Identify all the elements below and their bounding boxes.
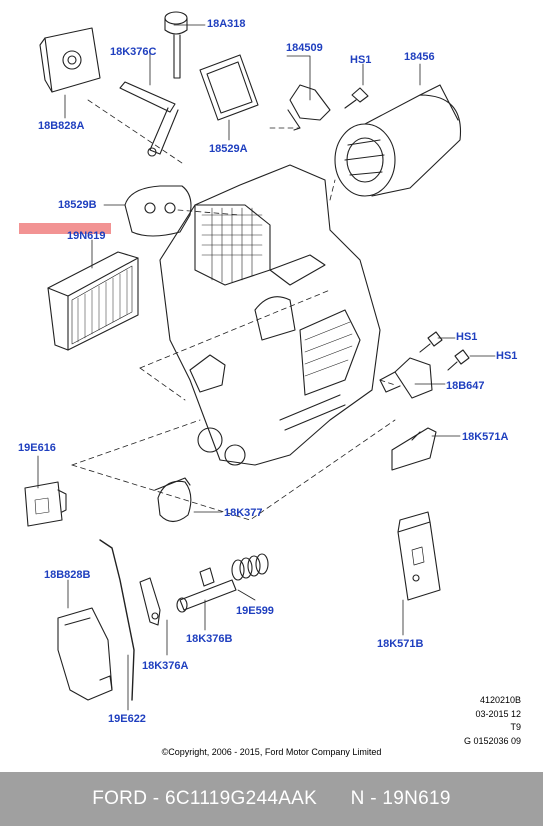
- callout-18529b[interactable]: 18529B: [58, 199, 97, 211]
- servo-18b647: [379, 357, 433, 399]
- callout-hs1-mid1[interactable]: HS1: [456, 331, 478, 343]
- bracket-18b828a: [39, 27, 101, 93]
- callout-19e616[interactable]: 19E616: [18, 442, 56, 454]
- clip-184509: [287, 84, 331, 131]
- footer-brand-part: FORD - 6C1119G244AAK: [92, 788, 318, 809]
- callout-18456[interactable]: 18456: [404, 51, 435, 63]
- spring-19e599: [231, 553, 269, 581]
- cable-19e622: [99, 539, 135, 701]
- meta-line-4: G 0152036 09: [463, 735, 521, 746]
- copyright-notice: ©Copyright, 2006 - 2015, Ford Motor Comp…: [161, 747, 382, 757]
- screw-hs1-top: [344, 87, 369, 109]
- part-number-footer: FORD - 6C1119G244AAK N - 19N619: [0, 772, 543, 826]
- actuator-18a318: [164, 11, 188, 79]
- screw-hs1-mid2: [447, 349, 470, 371]
- line-art: [24, 11, 496, 711]
- parts-diagram: 18A318 18K376C 184509 HS1 18456 18B828A …: [18, 11, 521, 757]
- gasket-18529b: [124, 185, 192, 237]
- cabin-filter-19n619: [47, 251, 139, 351]
- gasket-18529a: [199, 54, 259, 121]
- cover-18k571a: [391, 427, 437, 471]
- callout-18529a[interactable]: 18529A: [209, 143, 248, 155]
- footer-n-part: N - 19N619: [350, 788, 451, 809]
- lever-18k376a: [139, 577, 161, 626]
- callout-18b647[interactable]: 18B647: [446, 380, 485, 392]
- cover-18k571b: [397, 511, 441, 601]
- callout-18k571a[interactable]: 18K571A: [462, 431, 509, 443]
- assembly-dashed-lines: [71, 99, 396, 521]
- callout-18b828b[interactable]: 18B828B: [44, 569, 91, 581]
- callout-18k376b[interactable]: 18K376B: [186, 633, 233, 645]
- callout-18k571b[interactable]: 18K571B: [377, 638, 424, 650]
- callout-18b828a[interactable]: 18B828A: [38, 120, 85, 132]
- callout-18k376c[interactable]: 18K376C: [110, 46, 157, 58]
- callout-19n619[interactable]: 19N619: [67, 230, 106, 242]
- callout-19e599[interactable]: 19E599: [236, 605, 274, 617]
- meta-line-3: T9: [510, 722, 521, 732]
- callout-18a318[interactable]: 18A318: [207, 18, 246, 30]
- meta-line-2: 03-2015 12: [475, 708, 521, 719]
- callout-184509[interactable]: 184509: [286, 42, 323, 54]
- callout-hs1-mid2[interactable]: HS1: [496, 350, 518, 362]
- leader-lines: [37, 24, 496, 711]
- callout-18k377[interactable]: 18K377: [224, 507, 263, 519]
- heater-housing: [159, 164, 381, 466]
- callout-18k376a[interactable]: 18K376A: [142, 660, 189, 672]
- footer-spacer: [317, 788, 350, 810]
- screw-hs1-mid1: [419, 331, 443, 353]
- shaft-18k376b: [176, 567, 237, 613]
- sensor-19e616: [24, 481, 67, 527]
- callout-19e622[interactable]: 19E622: [108, 713, 146, 725]
- callout-hs1-top[interactable]: HS1: [350, 54, 372, 66]
- meta-line-1: 4120210B: [479, 695, 521, 705]
- lever-18k376c: [119, 81, 179, 157]
- cam-18k377: [154, 477, 192, 523]
- blower-motor-18456: [334, 84, 462, 197]
- bracket-18b828b: [57, 607, 113, 701]
- highlight-bar: [19, 223, 111, 234]
- drawing-meta: 4120210B 03-2015 12 T9 G 0152036 09: [464, 694, 521, 748]
